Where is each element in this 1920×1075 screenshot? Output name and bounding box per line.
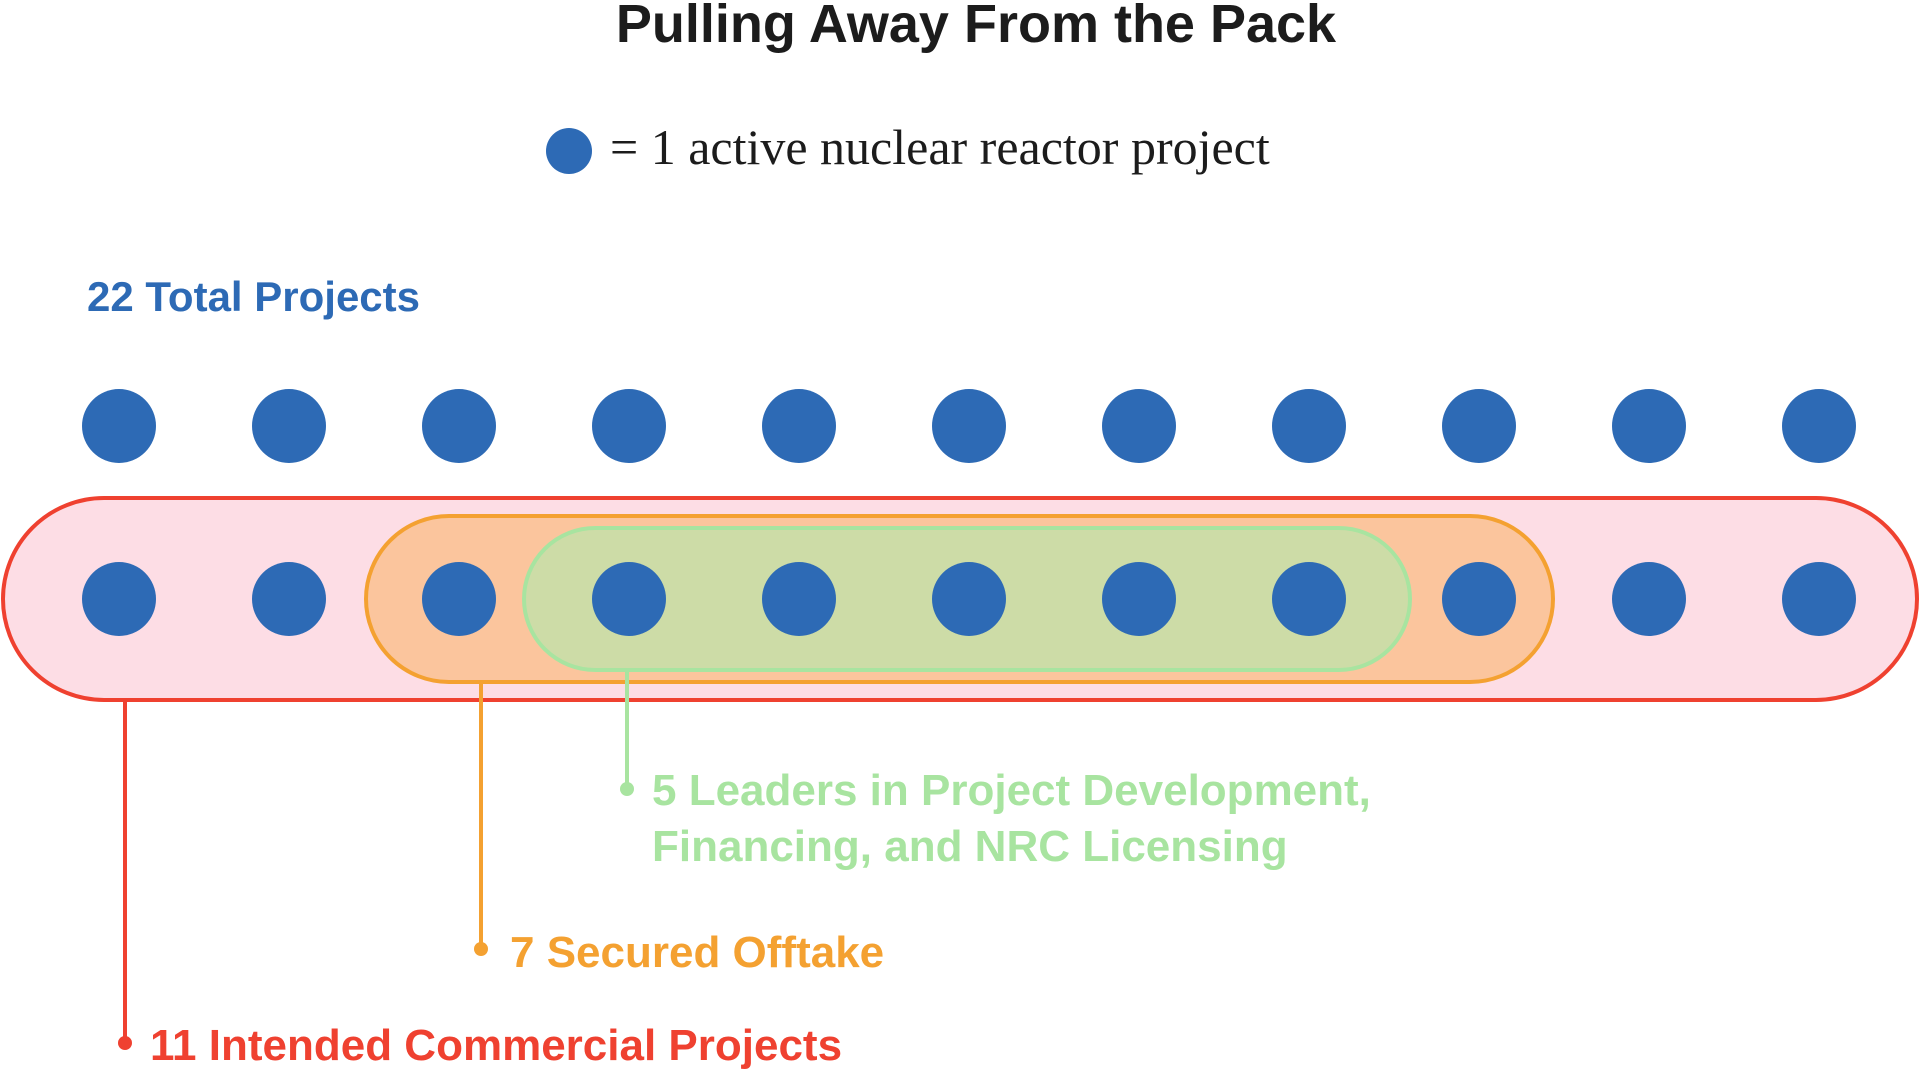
leaders-callout-line [620,670,634,796]
leaders-label-line-2: Financing, and NRC Licensing [652,822,1288,871]
project-dot [1442,562,1516,636]
legend: = 1 active nuclear reactor project [546,119,1270,175]
project-dot [762,562,836,636]
project-dot [762,389,836,463]
project-dot [82,562,156,636]
project-dots [82,389,1856,636]
project-dot [592,389,666,463]
offtake-label: 7 Secured Offtake [510,928,884,977]
offtake-callout-line [474,682,488,956]
project-dot [1782,389,1856,463]
project-dot [1442,389,1516,463]
legend-text: = 1 active nuclear reactor project [610,119,1270,175]
total-projects-label: 22 Total Projects [87,273,420,320]
project-dot [1272,389,1346,463]
page-title: Pulling Away From the Pack [616,0,1337,54]
project-dot [592,562,666,636]
project-dot [1272,562,1346,636]
project-dot [252,389,326,463]
project-dot [1612,389,1686,463]
blue-dot-icon [546,128,592,174]
commercial-label: 11 Intended Commercial Projects [150,1021,842,1070]
project-dot [422,389,496,463]
project-dot [1102,389,1176,463]
project-dot [1612,562,1686,636]
project-dot [932,389,1006,463]
project-dot [932,562,1006,636]
project-dot [252,562,326,636]
project-dot [1782,562,1856,636]
commercial-callout-line [118,700,132,1050]
project-dot [422,562,496,636]
project-dot [1102,562,1176,636]
project-dot [82,389,156,463]
leaders-label-line-1: 5 Leaders in Project Development, [652,766,1371,815]
